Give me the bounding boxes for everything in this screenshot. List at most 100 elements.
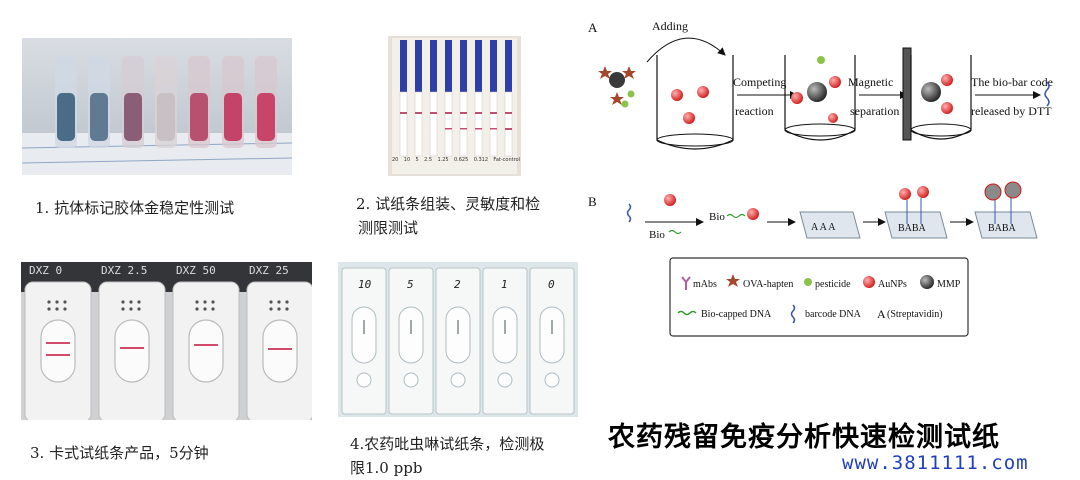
page-title: 农药残留免疫分析快速检测试纸 xyxy=(608,422,1000,453)
aunp-particle xyxy=(683,112,695,124)
bio-capped-dna-icon xyxy=(677,310,697,316)
dot-icon xyxy=(804,278,812,286)
website-url[interactable]: www.3811111.com xyxy=(842,452,1029,474)
pesticide-dot xyxy=(817,56,825,64)
aunp-particle xyxy=(829,76,841,88)
legend-biocapped-label: Bio-capped DNA xyxy=(701,309,772,320)
strip-label: 20 xyxy=(392,157,399,163)
legend-streptavidin: A (Streptavidin) xyxy=(877,307,943,321)
aunp-particle xyxy=(941,102,953,114)
card-label: 5 xyxy=(407,278,414,291)
adding-arrow xyxy=(646,37,726,63)
plate-b1-label: BABA xyxy=(898,223,927,234)
aunp-icon xyxy=(863,276,875,288)
caption-4: 4.农药吡虫啉试纸条，检测极 限1.0 ppb xyxy=(350,432,544,480)
magnet-bar xyxy=(902,47,912,141)
caption-3: 3. 卡式试纸条产品，5分钟 xyxy=(30,444,209,462)
legend-strept-a: A xyxy=(877,307,886,321)
cassette-label: DXZ 50 xyxy=(176,264,216,277)
strip-label: 1.25 xyxy=(437,157,449,163)
strip-labels: 20 10 5 2.5 1.25 0.625 0.312 Fat-control xyxy=(392,157,520,163)
mmp-particle xyxy=(921,82,941,102)
aunp-particle xyxy=(941,74,953,86)
legend-ova: OVA-hapten xyxy=(726,274,793,290)
pesticide-dot xyxy=(621,100,629,108)
plate-a: A A A xyxy=(799,211,861,239)
magnetic-label-2: separation xyxy=(850,104,899,118)
photo-test-strips: 20 10 5 2.5 1.25 0.625 0.312 Fat-control xyxy=(388,36,521,176)
legend-box xyxy=(669,257,969,337)
aunp-particle xyxy=(697,86,709,98)
legend-mabs-label: mAbs xyxy=(693,279,717,290)
ova-hapten-star xyxy=(598,66,612,79)
release-label-1: The bio-bar code xyxy=(971,75,1053,89)
cassette-label: DXZ 0 xyxy=(29,264,63,277)
caption-2-line1: 2. 试纸条组装、灵敏度和检 xyxy=(356,195,541,213)
bio-label-2: Bio xyxy=(709,211,725,223)
cassette-label: DXZ 25 xyxy=(249,264,289,277)
strip-label: 2.5 xyxy=(424,157,433,163)
vials-illustration xyxy=(22,56,292,175)
barcode-dna-icon xyxy=(1044,81,1050,107)
photo-imidacloprid-cards: 10 5 2 1 0 xyxy=(338,262,578,417)
plate-b1: BABA xyxy=(884,186,948,239)
strip-label: 5 xyxy=(415,157,419,163)
legend-pesticide: pesticide xyxy=(804,278,851,290)
caption-4-line1: 4.农药吡虫啉试纸条，检测极 xyxy=(350,435,545,453)
bio-label: Bio xyxy=(649,229,665,241)
beaker-2 xyxy=(784,55,856,141)
card-label: 10 xyxy=(358,278,372,291)
antibody-icon xyxy=(681,276,691,290)
strip-label: 0.312 xyxy=(473,157,489,163)
card-label: 2 xyxy=(454,278,461,291)
legend-mabs: mAbs xyxy=(681,276,717,290)
aunp-particle xyxy=(828,113,838,123)
legend-ova-label: OVA-hapten xyxy=(743,279,793,290)
release-label-2: released by DTT xyxy=(971,104,1052,118)
bio-capped-dna-icon xyxy=(726,213,746,219)
aunp-particle xyxy=(664,194,676,206)
legend-strept-text: (Streptavidin) xyxy=(887,309,943,320)
strips-illustration xyxy=(392,38,517,174)
mmp-particle xyxy=(807,82,827,102)
card-label: 1 xyxy=(501,278,508,291)
barcode-dna-icon xyxy=(790,304,796,324)
caption-1: 1. 抗体标记胶体金稳定性测试 xyxy=(35,199,235,217)
ova-hapten-star xyxy=(610,92,624,105)
legend-aunps-label: AuNPs xyxy=(878,279,907,290)
aunp-particle xyxy=(747,208,759,220)
legend-mmp: MMP xyxy=(920,275,961,290)
cards-illustration xyxy=(338,262,578,417)
beaker-3 xyxy=(910,55,972,140)
legend-barcode-label: barcode DNA xyxy=(805,309,862,320)
strip-label: 10 xyxy=(403,157,411,163)
photo-gold-vials xyxy=(22,38,292,175)
legend-aunps: AuNPs xyxy=(863,276,907,290)
competing-label-1: Competing xyxy=(733,75,786,89)
legend-mmp-label: MMP xyxy=(937,279,961,290)
legend-biocapped: Bio-capped DNA xyxy=(677,309,772,320)
ova-hapten-star xyxy=(622,66,636,79)
aunp-particle xyxy=(671,89,683,101)
panel-a-label: A xyxy=(588,20,598,35)
pesticide-dot xyxy=(627,90,635,98)
legend-pesticide-label: pesticide xyxy=(815,279,851,290)
caption-2-line2: 测限测试 xyxy=(358,219,419,237)
mmp-ova-particle xyxy=(609,72,625,88)
plate-a-label: A A A xyxy=(811,222,836,233)
mmp-icon xyxy=(920,275,934,289)
bio-barcode-schematic: A Adding Competing reaction Magnetic sep… xyxy=(588,19,1053,337)
magnetic-label-1: Magnetic xyxy=(848,75,893,89)
caption-2: 2. 试纸条组装、灵敏度和检 测限测试 xyxy=(356,192,540,240)
aunp-particle xyxy=(791,92,803,104)
card-label: 0 xyxy=(548,278,555,291)
competing-label-2: reaction xyxy=(735,104,774,118)
adding-label: Adding xyxy=(652,19,688,33)
cassette-label: DXZ 2.5 xyxy=(101,264,148,277)
star-icon xyxy=(726,274,740,287)
barcode-dna-icon xyxy=(626,203,632,223)
plate-b2-label: BABA xyxy=(988,223,1017,234)
strip-label: 0.625 xyxy=(453,157,469,163)
bio-capped-dna-icon xyxy=(668,229,682,235)
panel-b-label: B xyxy=(588,194,597,209)
